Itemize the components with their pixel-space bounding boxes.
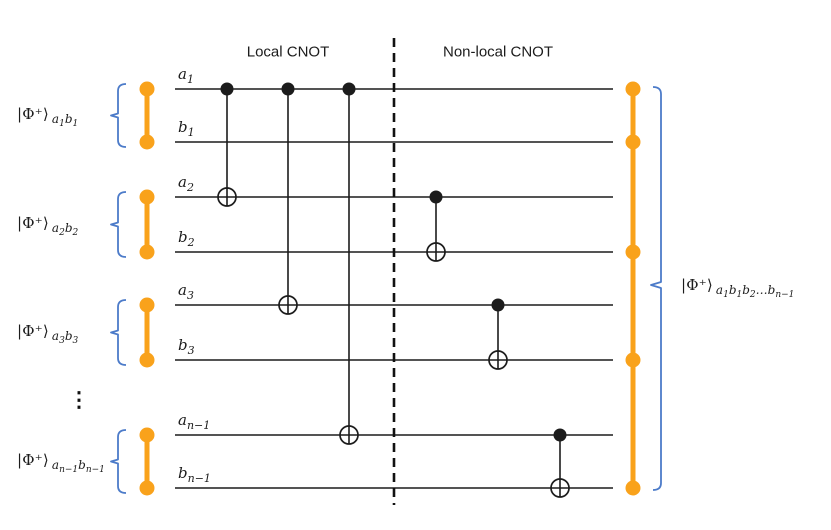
wire-index: n−1 (186, 419, 211, 432)
subscript-letter: … (755, 282, 768, 297)
subscript-index: 3 (59, 335, 65, 346)
bell-pair-brace (110, 299, 127, 366)
wire-index: 3 (186, 289, 194, 302)
subscript-letter: b (64, 220, 73, 235)
state-subscript: a1b1 (51, 111, 78, 128)
subscript-letter: b (64, 328, 73, 343)
entangled-chain-dot (625, 134, 641, 150)
subscript-letter: b (728, 282, 737, 297)
wire-letter: a (178, 281, 187, 299)
cnot-target-icon (488, 350, 508, 370)
ket-symbol: |Φ⁺⟩ (17, 104, 49, 123)
bell-pair-dot (139, 297, 155, 313)
ket-symbol: |Φ⁺⟩ (17, 321, 49, 340)
bell-pair-dot (139, 480, 155, 496)
ket-symbol: |Φ⁺⟩ (17, 450, 49, 469)
bell-pair-brace (110, 83, 127, 148)
cnot-control-dot (429, 190, 443, 204)
state-subscript: an−1bn−1 (51, 457, 105, 474)
cnot-control-dot (281, 82, 295, 96)
wire-index: n−1 (187, 472, 211, 485)
cnot-control-dot (220, 82, 234, 96)
wire-letter: b (178, 228, 188, 246)
state-subscript: a2b2 (51, 220, 78, 237)
state-subscript: a1b1b2…bn−1 (715, 282, 795, 301)
wire-label-b2: b2 (178, 228, 195, 249)
wire-index: 1 (187, 126, 195, 139)
ket-symbol: |Φ⁺⟩ (681, 275, 713, 294)
subscript-letter: a (51, 328, 60, 343)
cnot-control-dot (491, 298, 505, 312)
entangled-chain-dot (625, 352, 641, 368)
subscript-letter: a (51, 457, 60, 472)
bell-state-label-1: |Φ⁺⟩a1b1 (17, 104, 78, 128)
cnot-control-dot (342, 82, 356, 96)
wire-index: 1 (186, 73, 194, 86)
wire-letter: b (178, 464, 188, 482)
subscript-index: n−1 (775, 290, 795, 301)
subscript-index: 1 (723, 290, 729, 301)
subscript-index: 3 (72, 335, 79, 346)
subscript-letter: a (51, 220, 60, 235)
subscript-letter: b (742, 282, 750, 297)
cnot-target-icon (426, 242, 446, 262)
subscript-index: 2 (749, 290, 756, 301)
subscript-letter: b (64, 111, 73, 126)
bell-pair-dot (139, 134, 155, 150)
bell-state-label-3: |Φ⁺⟩a3b3 (17, 321, 78, 345)
bell-pair-brace (110, 429, 127, 494)
bell-state-label-4: |Φ⁺⟩an−1bn−1 (17, 450, 105, 474)
section-label-nonlocal: Non-local CNOT (442, 43, 554, 61)
wire-label-a1: a1 (178, 65, 194, 86)
wire-index: 3 (187, 344, 195, 357)
bell-pair-dot (139, 81, 155, 97)
wire-label-bn1: bn−1 (178, 464, 211, 485)
subscript-letter: a (51, 111, 60, 126)
entangled-chain-dot (625, 480, 641, 496)
cnot-control-dot (553, 428, 567, 442)
section-label-local: Local CNOT (246, 43, 330, 61)
state-subscript: a3b3 (51, 328, 78, 345)
subscript-letter: a (715, 282, 724, 297)
cnot-target-icon (550, 478, 570, 498)
wire-label-b1: b1 (178, 118, 195, 139)
subscript-index: 1 (736, 290, 743, 301)
cnot-target-icon (217, 187, 237, 207)
wire-label-b3: b3 (178, 336, 195, 357)
subscript-letter: b (767, 282, 776, 297)
wire-label-a3: a3 (178, 281, 194, 302)
bell-pair-dot (139, 244, 155, 260)
subscript-index: 1 (59, 118, 65, 129)
wire-label-a2: a2 (178, 173, 194, 194)
bell-pair-brace (110, 191, 127, 258)
entangled-chain-dot (625, 81, 641, 97)
bell-pair-dot (139, 352, 155, 368)
cnot-target-icon (339, 425, 359, 445)
subscript-index: 2 (59, 227, 65, 238)
subscript-letter: b (78, 457, 86, 472)
bell-pair-dot (139, 189, 155, 205)
output-state-label: |Φ⁺⟩a1b1b2…bn−1 (681, 275, 795, 301)
ket-symbol: |Φ⁺⟩ (17, 213, 49, 232)
wire-letter: a (178, 173, 187, 191)
wire-letter: b (178, 118, 188, 136)
entangled-chain-dot (625, 244, 641, 260)
wire-letter: b (178, 336, 188, 354)
subscript-index: n−1 (85, 464, 105, 475)
bell-pair-dot (139, 427, 155, 443)
subscript-index: 2 (72, 227, 79, 238)
ellipsis: ⋮ (68, 386, 90, 412)
output-state-brace (650, 86, 662, 491)
subscript-index: 1 (72, 118, 79, 129)
wire-index: 2 (187, 236, 195, 249)
wire-label-an1: an−1 (178, 411, 211, 432)
subscript-index: n−1 (59, 464, 79, 475)
bell-state-label-2: |Φ⁺⟩a2b2 (17, 213, 78, 237)
cnot-target-icon (278, 295, 298, 315)
wire-letter: a (178, 411, 187, 429)
wire-letter: a (178, 65, 187, 83)
wire-index: 2 (186, 181, 194, 194)
